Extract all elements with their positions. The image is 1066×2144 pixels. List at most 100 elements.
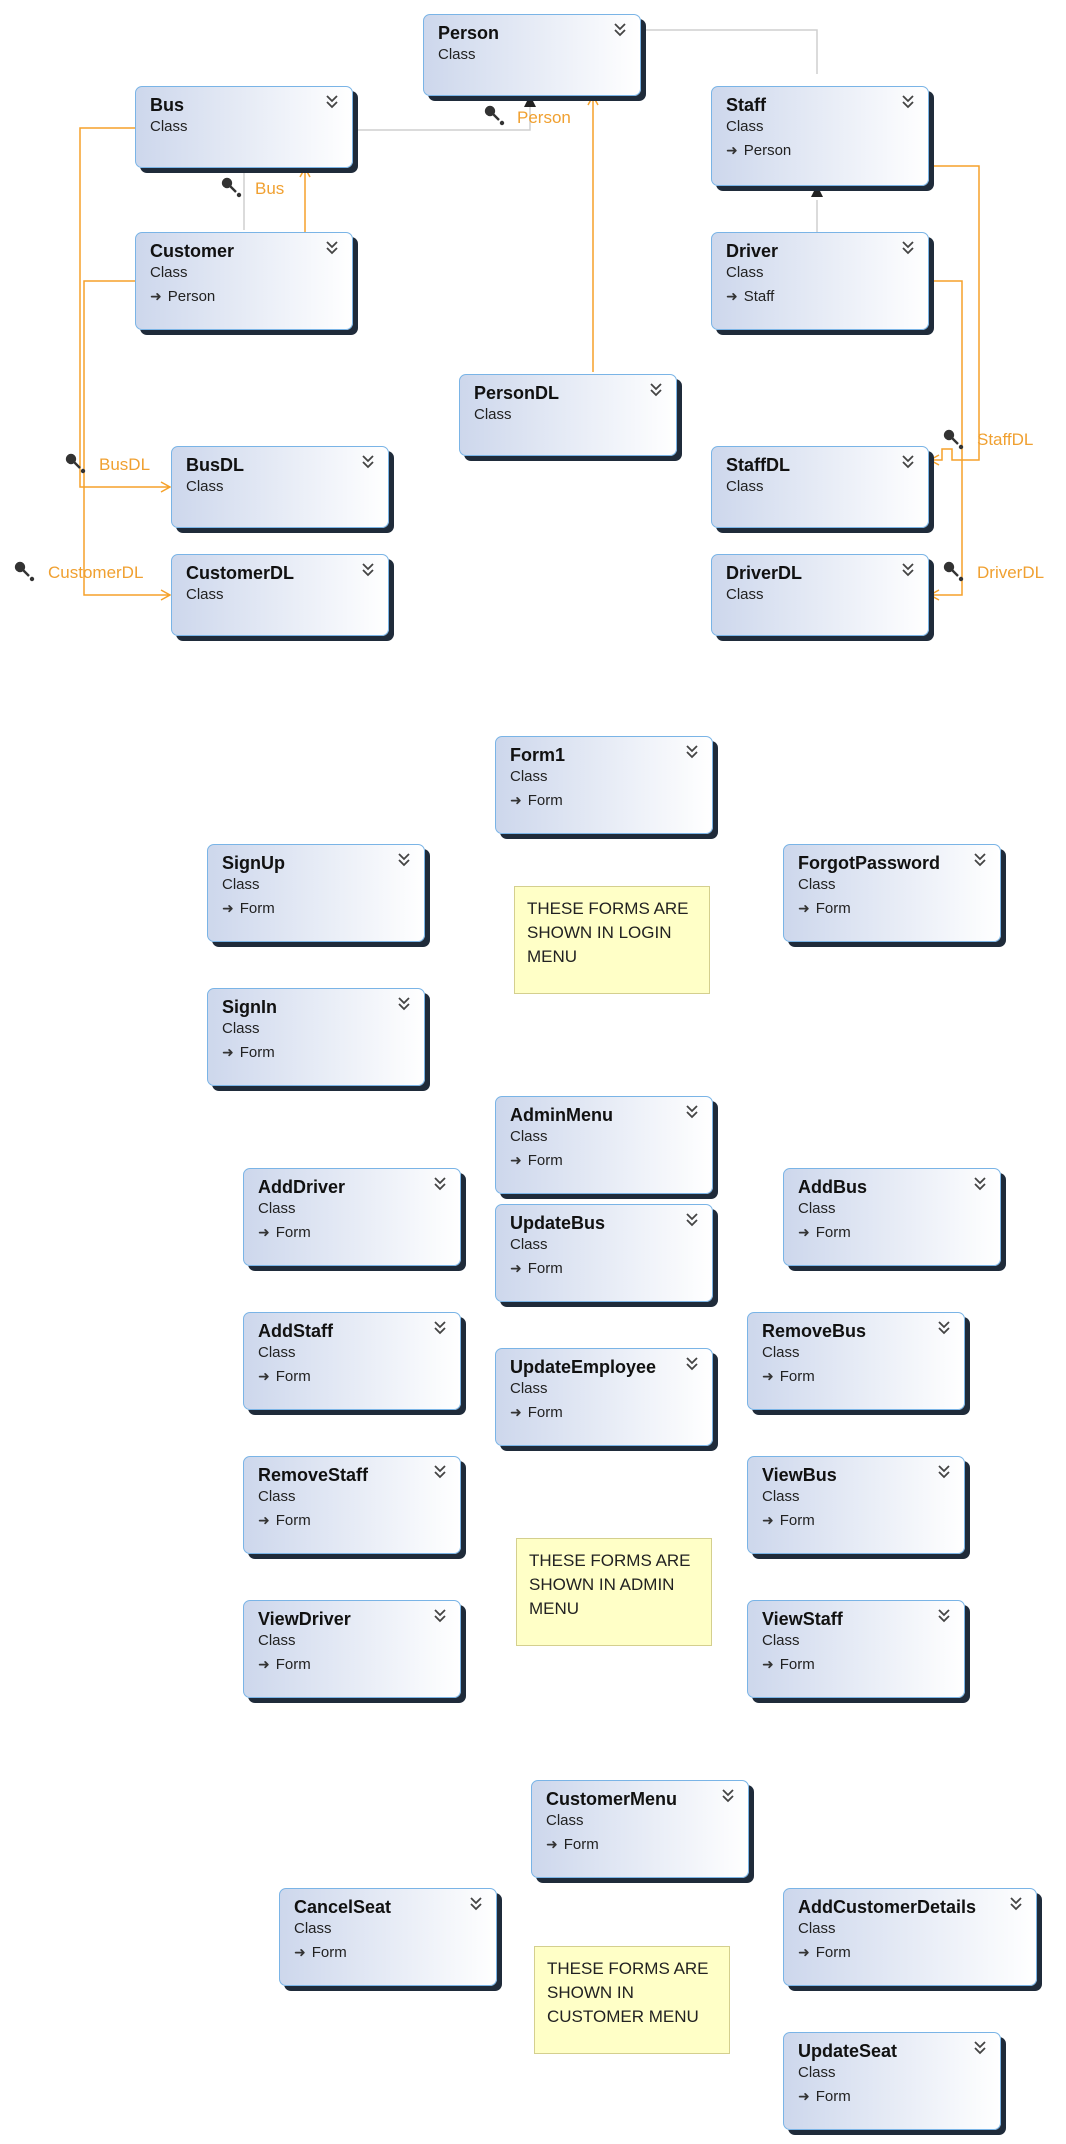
inherits-arrow-icon: ➜ [726, 142, 738, 158]
inheritance-arrowhead-staff [811, 185, 823, 197]
class-kind: Class [798, 1920, 836, 1937]
collapse-chevron-icon[interactable] [900, 93, 916, 109]
class-kind: Class [150, 118, 188, 135]
collapse-chevron-icon[interactable] [972, 851, 988, 867]
class-shape-adddriver[interactable]: AddDriver Class ➜Form [243, 1168, 461, 1266]
collapse-chevron-icon[interactable] [684, 1103, 700, 1119]
collapse-chevron-icon[interactable] [432, 1463, 448, 1479]
collapse-chevron-icon[interactable] [1008, 1895, 1024, 1911]
collapse-chevron-icon[interactable] [900, 561, 916, 577]
class-shape-updateemployee[interactable]: UpdateEmployee Class ➜Form [495, 1348, 713, 1446]
class-shape-cancelseat[interactable]: CancelSeat Class ➜Form [279, 1888, 497, 1986]
collapse-chevron-icon[interactable] [360, 561, 376, 577]
assoc-label-staffdl: StaffDL [977, 430, 1033, 449]
inherit-customer-person [243, 100, 531, 230]
base-class: ➜Form [762, 1364, 964, 1389]
class-kind: Class [258, 1344, 296, 1361]
class-name: Driver [726, 241, 779, 261]
collapse-chevron-icon[interactable] [324, 93, 340, 109]
class-name: UpdateBus [510, 1213, 606, 1233]
class-shape-forgotpassword[interactable]: ForgotPassword Class ➜Form [783, 844, 1001, 942]
class-shape-updateseat[interactable]: UpdateSeat Class ➜Form [783, 2032, 1001, 2130]
class-shape-customer[interactable]: Customer Class ➜Person [135, 232, 353, 330]
class-shape-driverdl[interactable]: DriverDL Class [711, 554, 929, 636]
class-shape-form1[interactable]: Form1 Class ➜Form [495, 736, 713, 834]
class-name: ForgotPassword [798, 853, 941, 873]
class-shape-persondl[interactable]: PersonDL Class [459, 374, 677, 456]
collapse-chevron-icon[interactable] [468, 1895, 484, 1911]
collapse-chevron-icon[interactable] [396, 851, 412, 867]
collapse-chevron-icon[interactable] [684, 743, 700, 759]
collapse-chevron-icon[interactable] [360, 453, 376, 469]
class-name: CustomerDL [186, 563, 295, 583]
class-shape-viewstaff[interactable]: ViewStaff Class ➜Form [747, 1600, 965, 1698]
class-kind: Class [510, 1236, 548, 1253]
class-shape-removebus[interactable]: RemoveBus Class ➜Form [747, 1312, 965, 1410]
base-class: ➜Person [726, 138, 928, 163]
class-shape-signin[interactable]: SignIn Class ➜Form [207, 988, 425, 1086]
class-shape-addcustomerdetails[interactable]: AddCustomerDetails Class ➜Form [783, 1888, 1037, 1986]
class-shape-addstaff[interactable]: AddStaff Class ➜Form [243, 1312, 461, 1410]
class-name: UpdateEmployee [510, 1357, 657, 1377]
collapse-chevron-icon[interactable] [432, 1319, 448, 1335]
property-icon [943, 429, 964, 450]
collapse-chevron-icon[interactable] [396, 995, 412, 1011]
class-shape-addbus[interactable]: AddBus Class ➜Form [783, 1168, 1001, 1266]
class-shape-customerdl[interactable]: CustomerDL Class [171, 554, 389, 636]
collapse-chevron-icon[interactable] [900, 239, 916, 255]
class-shape-updatebus[interactable]: UpdateBus Class ➜Form [495, 1204, 713, 1302]
note-login-menu: THESE FORMS ARE SHOWN IN LOGIN MENU [514, 886, 710, 994]
class-shape-staff[interactable]: Staff Class ➜Person [711, 86, 929, 186]
collapse-chevron-icon[interactable] [720, 1787, 736, 1803]
collapse-chevron-icon[interactable] [936, 1319, 952, 1335]
collapse-chevron-icon[interactable] [972, 2039, 988, 2055]
base-class: ➜Form [546, 1832, 748, 1857]
collapse-chevron-icon[interactable] [612, 21, 628, 37]
base-class-name: Form [275, 1224, 311, 1241]
class-shape-person[interactable]: Person Class [423, 14, 641, 96]
base-class-name: Form [815, 1224, 851, 1241]
base-class-name: Form [779, 1656, 815, 1673]
collapse-chevron-icon[interactable] [648, 381, 664, 397]
class-shape-viewbus[interactable]: ViewBus Class ➜Form [747, 1456, 965, 1554]
base-class-name: Form [275, 1368, 311, 1385]
base-class: ➜Form [510, 1400, 712, 1425]
inherits-arrow-icon: ➜ [222, 1044, 234, 1060]
class-name: StaffDL [726, 455, 790, 475]
class-name: AdminMenu [510, 1105, 613, 1125]
class-name: Person [438, 23, 500, 43]
assoc-bus-busdl [79, 127, 172, 493]
collapse-chevron-icon[interactable] [936, 1463, 952, 1479]
collapse-chevron-icon[interactable] [432, 1175, 448, 1191]
inherits-arrow-icon: ➜ [798, 1224, 810, 1240]
class-kind: Class [510, 1128, 548, 1145]
base-class: ➜Person [150, 284, 352, 309]
class-shape-removestaff[interactable]: RemoveStaff Class ➜Form [243, 1456, 461, 1554]
class-shape-customermenu[interactable]: CustomerMenu Class ➜Form [531, 1780, 749, 1878]
class-shape-driver[interactable]: Driver Class ➜Staff [711, 232, 929, 330]
collapse-chevron-icon[interactable] [900, 453, 916, 469]
collapse-chevron-icon[interactable] [432, 1607, 448, 1623]
class-kind: Class [258, 1200, 296, 1217]
collapse-chevron-icon[interactable] [684, 1355, 700, 1371]
class-name: ViewBus [762, 1465, 837, 1485]
class-kind: Class [726, 478, 764, 495]
class-shape-signup[interactable]: SignUp Class ➜Form [207, 844, 425, 942]
collapse-chevron-icon[interactable] [324, 239, 340, 255]
class-shape-adminmenu[interactable]: AdminMenu Class ➜Form [495, 1096, 713, 1194]
collapse-chevron-icon[interactable] [972, 1175, 988, 1191]
class-shape-bus[interactable]: Bus Class [135, 86, 353, 168]
class-name: CustomerMenu [546, 1789, 678, 1809]
collapse-chevron-icon[interactable] [684, 1211, 700, 1227]
class-kind: Class [186, 478, 224, 495]
base-class: ➜Form [222, 896, 424, 921]
collapse-chevron-icon[interactable] [936, 1607, 952, 1623]
class-shape-viewdriver[interactable]: ViewDriver Class ➜Form [243, 1600, 461, 1698]
base-class: ➜Form [798, 1940, 1036, 1965]
class-shape-staffdl[interactable]: StaffDL Class [711, 446, 929, 528]
class-name: PersonDL [474, 383, 560, 403]
base-class: ➜ Form [798, 1220, 1000, 1245]
class-shape-busdl[interactable]: BusDL Class [171, 446, 389, 528]
inherits-arrow-icon: ➜ [798, 2088, 810, 2104]
